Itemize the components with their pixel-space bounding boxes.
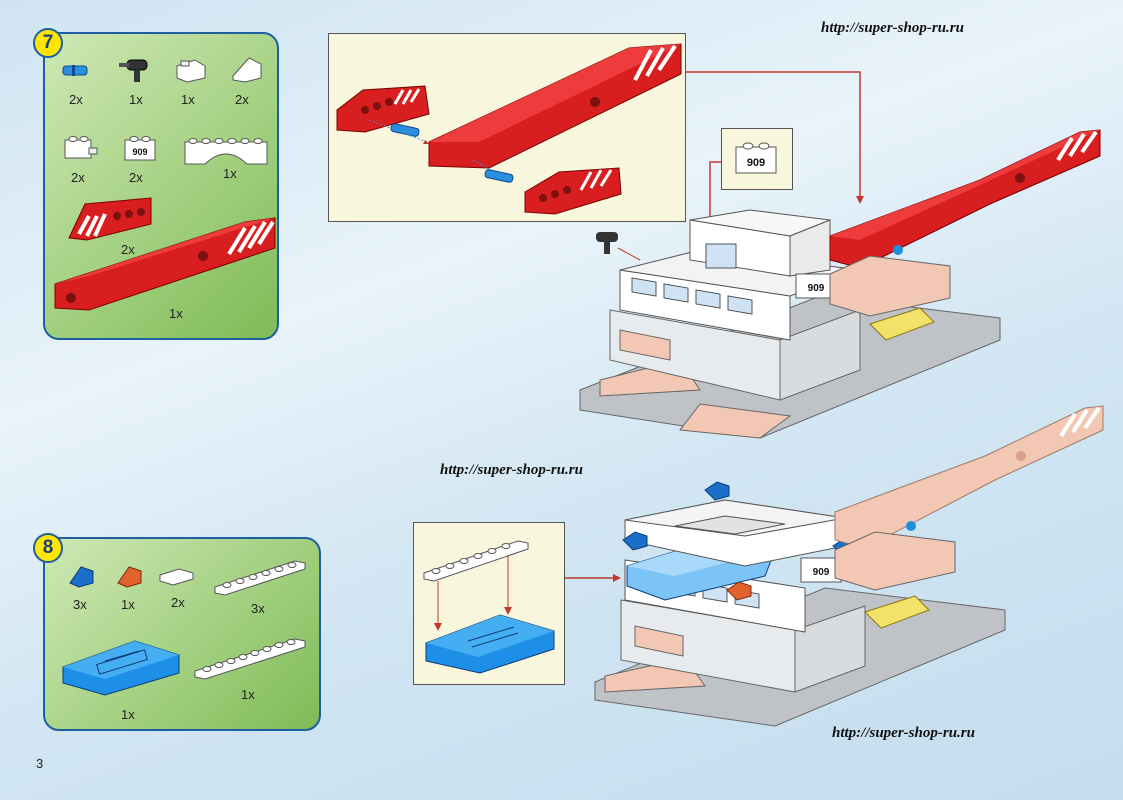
step-8-model-diagram: 909 xyxy=(565,405,1104,727)
red-striped-wedge-qty: 2x xyxy=(121,242,135,257)
white-slope-clip-icon xyxy=(176,59,206,83)
white-brick-909-qty: 2x xyxy=(129,170,143,185)
windscreen-subassembly-diagram xyxy=(423,540,555,674)
white-brick-clip-qty: 2x xyxy=(71,170,85,185)
white-slope-clip-qty: 1x xyxy=(181,92,195,107)
orange-slope-qty: 1x xyxy=(121,597,135,612)
step-7-boom-callout xyxy=(328,33,686,222)
white-plate-1x8-qty: 1x xyxy=(241,687,255,702)
blue-slope-qty: 3x xyxy=(73,597,87,612)
red-striped-wedge-icon xyxy=(68,197,152,241)
page-number: 3 xyxy=(36,756,44,771)
lower-pin-icon xyxy=(484,169,514,183)
white-brick-909-icon: 909 xyxy=(124,136,156,161)
blue-windscreen-icon xyxy=(62,640,180,696)
step-7-parts-panel: 7 2x 1x 1x 2x 2x 909 2x xyxy=(33,28,279,340)
white-slope-icon xyxy=(232,57,262,83)
black-lamp-holder-qty: 1x xyxy=(129,92,143,107)
step-8-windscreen-callout xyxy=(413,522,565,685)
red-long-beam-qty: 1x xyxy=(169,306,183,321)
watermark-url-top: http://super-shop-ru.ru xyxy=(821,20,964,36)
callout-909-print: 909 xyxy=(747,157,765,169)
brick-909-print: 909 xyxy=(132,147,147,157)
right-wedge-icon xyxy=(524,167,622,215)
white-tile-qty: 2x xyxy=(171,595,185,610)
upper-pin-icon xyxy=(390,123,420,137)
red-long-beam-icon xyxy=(54,217,276,311)
white-plate-1x6-qty: 3x xyxy=(251,601,265,616)
watermark-url-middle: http://super-shop-ru.ru xyxy=(440,462,583,478)
white-slope-qty: 2x xyxy=(235,92,249,107)
boom-subassembly-diagram xyxy=(336,43,682,215)
white-tile-icon xyxy=(159,568,194,586)
white-plate-1x8-icon xyxy=(194,638,306,680)
blue-slope-icon xyxy=(69,566,94,588)
left-wedge-icon xyxy=(336,85,430,133)
brick-909-diagram: 909 xyxy=(735,142,777,174)
step-8-parts-panel: 8 3x 1x 2x 3x 1x 1x xyxy=(33,533,321,731)
step-7-909-brick-callout: 909 xyxy=(721,128,793,190)
white-plate-1x6-icon xyxy=(214,560,306,596)
black-lamp-holder-icon xyxy=(119,59,148,82)
long-beam-icon xyxy=(428,43,682,169)
watermark-url-bottom: http://super-shop-ru.ru xyxy=(832,725,975,741)
step-8-number-badge: 8 xyxy=(33,533,63,563)
white-brick-clip-icon xyxy=(64,136,98,159)
step-7-model-diagram: 909 xyxy=(579,71,1101,439)
blue-pin-qty: 2x xyxy=(69,92,83,107)
blue-pin-icon xyxy=(62,65,88,76)
white-arch-icon xyxy=(184,138,268,165)
orange-slope-icon xyxy=(117,566,142,588)
model-8-909-print: 909 xyxy=(813,567,830,578)
blue-windscreen-qty: 1x xyxy=(121,707,135,722)
white-arch-qty: 1x xyxy=(223,166,237,181)
model-7-909-print: 909 xyxy=(808,283,825,294)
step-7-number-badge: 7 xyxy=(33,28,63,58)
